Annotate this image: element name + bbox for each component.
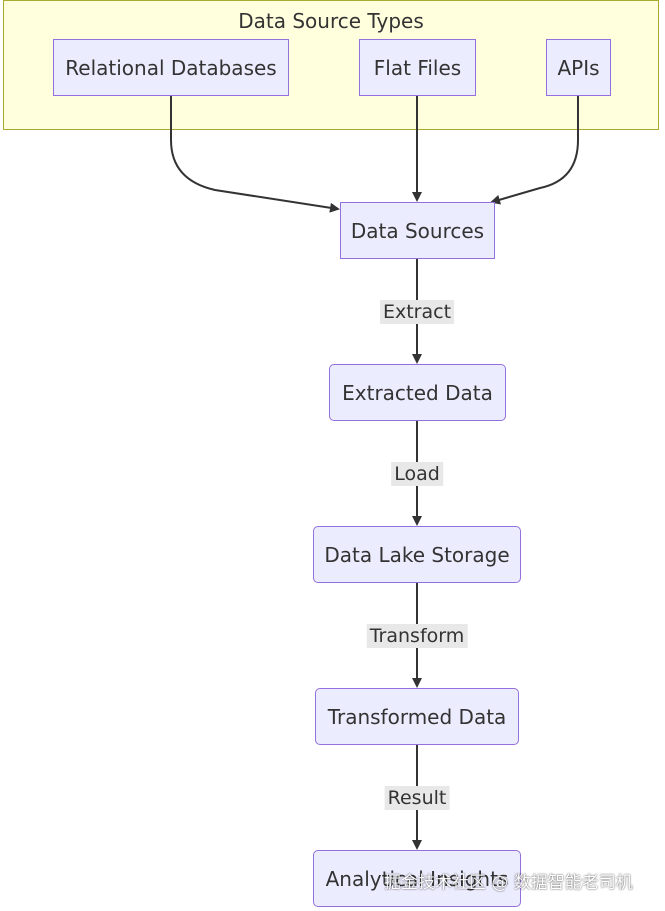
- edge-label-extract: Extract: [379, 300, 455, 324]
- edge-label-result: Result: [384, 786, 450, 810]
- node-label: Relational Databases: [65, 55, 277, 80]
- edge-label-transform: Transform: [366, 624, 468, 648]
- node-data-sources: Data Sources: [340, 202, 495, 259]
- node-label: Analytical Insights: [325, 866, 509, 891]
- edge-relational-to-sources: [170, 96, 340, 213]
- node-relational-databases: Relational Databases: [53, 39, 289, 96]
- node-data-lake-storage: Data Lake Storage: [313, 526, 521, 583]
- node-transformed-data: Transformed Data: [315, 688, 519, 745]
- node-label: Extracted Data: [342, 380, 493, 405]
- node-flat-files: Flat Files: [359, 39, 476, 96]
- node-label: Data Sources: [350, 218, 485, 243]
- node-label: Transformed Data: [327, 704, 507, 729]
- node-label: APIs: [557, 55, 600, 80]
- node-analytical-insights: Analytical Insights: [313, 850, 521, 907]
- node-label: Data Lake Storage: [324, 542, 510, 567]
- watermark-text: 掘金技术社区 @ 数据智能老司机: [384, 873, 633, 893]
- group-title: Data Source Types: [238, 9, 424, 33]
- node-label: Flat Files: [373, 55, 462, 80]
- edge-apis-to-sources: [490, 96, 579, 205]
- edge-label-load: Load: [391, 462, 443, 486]
- node-apis: APIs: [546, 39, 611, 96]
- node-extracted-data: Extracted Data: [329, 364, 506, 421]
